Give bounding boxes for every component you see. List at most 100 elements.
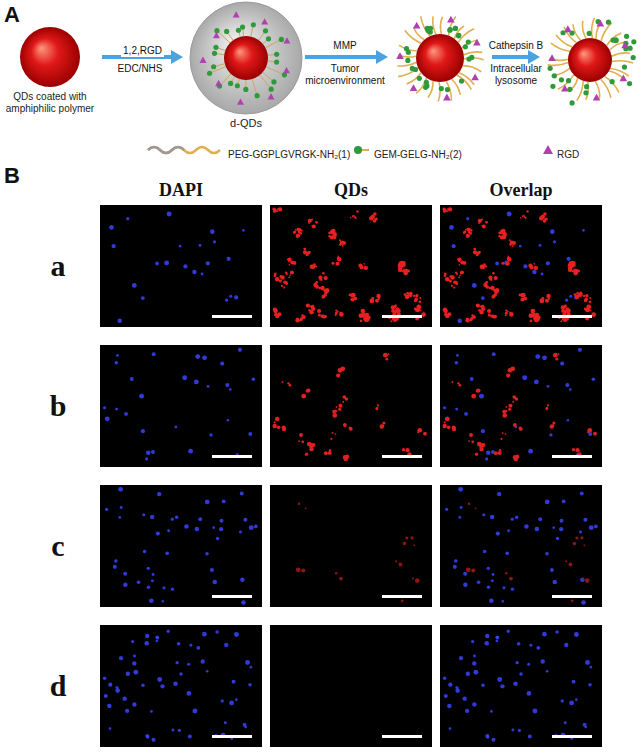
qd-signal [561,305,565,309]
qd-signal [318,276,322,280]
qd-signal [336,373,340,377]
qd-signal [336,406,338,408]
qd-signal [272,207,275,210]
nucleus-dot [472,661,476,665]
gem-dot [583,90,588,95]
nucleus-dot [167,630,170,633]
nucleus-dot [552,526,555,529]
edge-label-box: 1,2,RGD [103,40,183,58]
qd-signal [332,432,334,434]
nucleus-dot [123,572,127,576]
nucleus-dot [115,408,118,411]
nucleus-dot [463,583,467,587]
qd-signal [415,578,420,583]
qd-signal [572,264,575,267]
nucleus-dot [464,412,468,416]
nucleus-dot [192,270,196,274]
gem-dot [271,79,276,84]
nucleus-dot [122,696,126,700]
nucleus-dot [484,641,489,646]
qd-signal [336,262,340,266]
gem-dot [266,36,271,41]
nucleus-dot [584,726,587,729]
qd-signal [306,388,310,392]
rgd-triangle [396,52,404,59]
gem-dot [456,33,461,38]
qd-signal [298,440,300,442]
qd-signal [465,318,470,323]
qd-signal [310,265,315,270]
nucleus-dot [174,426,177,429]
nucleus-dot [462,696,466,700]
micrograph [100,485,262,607]
peg-strand [398,68,418,77]
nucleus-dot [527,691,532,696]
rgd-triangle [237,99,244,105]
qd-signal [315,221,318,224]
qd-signal [383,353,388,358]
gem-dot [228,81,233,86]
qd-signal [343,423,347,427]
nucleus-dot [162,586,165,589]
nucleus-dot [146,735,149,738]
qd-signal [445,417,450,422]
qd-signal [578,292,583,297]
nucleus-dot [105,416,110,421]
qd-signal [530,319,533,322]
qd-signal [521,293,525,297]
nucleus-dot [490,710,493,713]
qd-signal [322,272,325,275]
nucleus-dot [524,524,529,529]
qd-signal [476,388,480,392]
qd-signal [478,309,481,312]
qd-signal [283,281,286,284]
qd-signal [332,413,337,418]
nucleus-dot [235,698,238,701]
peg-strand [405,30,421,43]
image-ground [270,345,432,467]
qd-signal [375,299,379,303]
qd-signal [582,577,584,579]
qd-signal [408,292,413,297]
nucleus-dot [147,586,151,590]
qd-signal [569,563,573,567]
qd-signal [573,263,576,266]
nucleus-dot [151,738,155,742]
image-ground [100,345,262,467]
qd-signal [399,563,403,567]
nucleus-dot [155,262,159,266]
qd-signal [312,225,316,229]
nucleus-dot [496,640,499,643]
nucleus-dot [515,661,518,664]
label-box: DAPI [100,180,262,202]
qd-signal [471,440,474,443]
scale-bar [552,735,592,738]
nucleus-dot [248,683,251,686]
nucleus-dot [240,492,244,496]
rgd-triangle-icon [543,145,553,154]
qd-signal [338,404,342,408]
legend-entry: PEG-GGPLGVRGK-NH₂(1) [228,144,350,162]
nucleus-dot [126,672,130,676]
image-ground [270,205,432,327]
nucleus-dot [497,492,501,496]
gem-dot [610,79,615,84]
qd-signal [470,318,473,321]
nucleus-dot [507,630,510,633]
qd-signal [290,271,293,274]
nucleus-dot [590,666,593,669]
gem-dot [211,64,216,69]
nucleus-dot [229,700,234,705]
gem-dot [453,26,458,31]
nucleus-dot [215,630,218,633]
qd-signal [410,536,413,539]
qd-signal [573,270,575,272]
rgd-triangle [443,94,451,101]
qd-signal [335,312,338,315]
nucleus-dot [472,702,476,706]
qd-signal [473,248,476,251]
qd-signal [328,451,332,455]
nucleus-dot [502,600,505,603]
nucleus-dot [574,632,579,637]
nucleus-dot [522,375,527,380]
